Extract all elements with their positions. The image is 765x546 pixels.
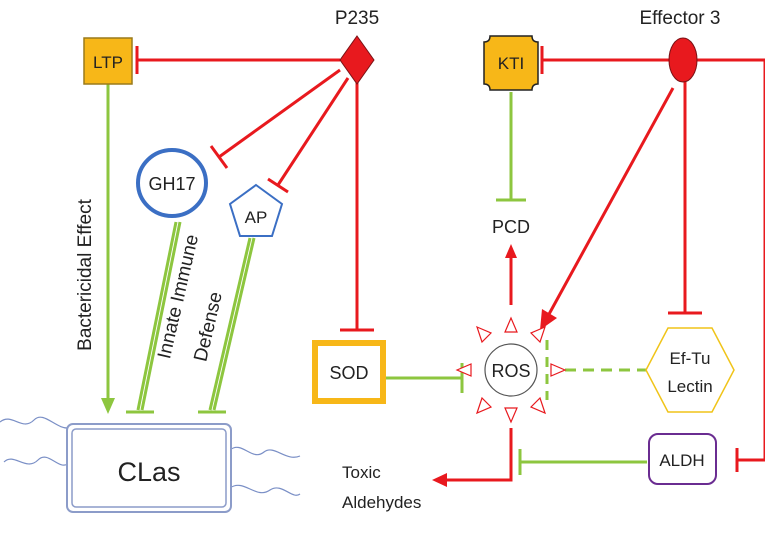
clas-inner-border: [71, 428, 227, 508]
pcd-label: PCD: [492, 217, 530, 237]
effector3-edges: [445, 46, 765, 482]
lectin-label: Lectin: [667, 377, 712, 396]
edge-gh17-inhibits-clas-a: [136, 221, 178, 411]
clas-flagella: [0, 416, 301, 496]
arrowhead-ros-pcd: [505, 244, 517, 258]
green-edges: [106, 84, 647, 475]
p235-diamond-node: [339, 35, 375, 85]
eftu-lectin-hexagon-node: [645, 327, 735, 413]
sod-label: SOD: [329, 363, 368, 383]
edge-effector3-promotes-ros: [546, 87, 675, 317]
aldh-label: ALDH: [659, 451, 704, 470]
edge-gh17-inhibits-clas-b: [140, 221, 182, 411]
p235-edges: [135, 46, 374, 332]
ap-label: AP: [245, 208, 268, 227]
edge-ap-inhibits-clas-a: [208, 237, 252, 411]
p235-label: P235: [335, 8, 379, 29]
bactericidal-effect-label: Bactericidal Effect: [75, 198, 96, 350]
gh17-label: GH17: [148, 174, 195, 194]
aldehydes-label: Aldehydes: [342, 493, 421, 512]
arrowhead-ltp-clas: [101, 398, 115, 414]
clas-label: CLas: [117, 457, 180, 487]
aldh-node: [648, 433, 717, 485]
edge-ros-promotes-toxic-aldehydes: [445, 428, 513, 482]
gh17-node: [136, 148, 208, 218]
edge-p235-inhibits-gh17: [218, 68, 341, 159]
ros-label: ROS: [491, 361, 530, 381]
ltp-label: LTP: [93, 53, 123, 72]
toxic-label: Toxic: [342, 463, 381, 482]
ros-burst-rays: [455, 316, 567, 424]
effector3-oval-node: [668, 37, 698, 83]
edge-p235-inhibits-ap: [276, 77, 350, 186]
ef-tu-label: Ef-Tu: [670, 349, 711, 368]
edge-p235-inhibits-gh17-bar: [209, 145, 229, 169]
edge-p235-inhibits-ap-bar: [267, 177, 289, 194]
kti-node: [483, 35, 539, 91]
ap-pentagon-node: [228, 183, 284, 237]
clas-outer-border: [66, 423, 232, 513]
kti-label: KTI: [498, 54, 524, 73]
arrowhead-ros-toxic: [432, 473, 447, 487]
defense-label: Defense: [190, 290, 226, 364]
ros-node: [484, 343, 538, 397]
arrowhead-effector3-ros: [540, 309, 557, 330]
sod-node: [312, 340, 386, 404]
edge-ap-inhibits-clas-b: [212, 237, 256, 411]
edge-effector3-inhibits-aldh: [696, 58, 765, 462]
ltp-node: [83, 37, 133, 85]
effector3-label: Effector 3: [640, 8, 721, 29]
